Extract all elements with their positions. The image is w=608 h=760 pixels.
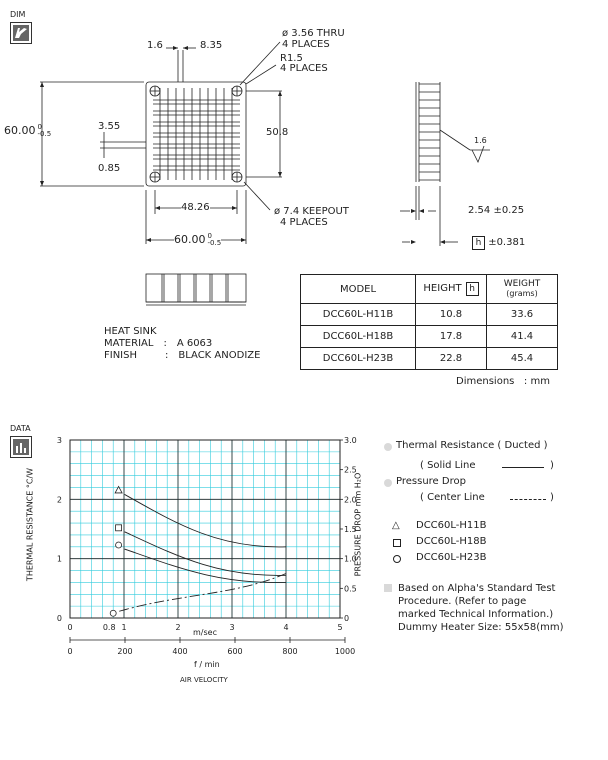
x-ms-tick-label: 2 <box>175 623 180 632</box>
y-right-tick-label: 0 <box>344 614 349 623</box>
x-fpm-tick-label: 1000 <box>335 647 355 656</box>
x-ms-tick-label: 5 <box>337 623 342 632</box>
header-weight: WEIGHT(grams) <box>486 274 558 304</box>
note-line: Procedure. (Refer to page <box>398 596 527 607</box>
y-right-tick-label: 0.5 <box>344 584 357 593</box>
dim-355: 3.55 <box>98 121 121 132</box>
triangle-marker-icon: △ <box>392 520 400 531</box>
note-line: marked Technical Information.) <box>398 609 554 620</box>
note-line: Based on Alpha's Standard Test <box>398 583 556 594</box>
data-label: DATA <box>10 424 31 433</box>
y-right-tick-label: 2.5 <box>344 466 357 475</box>
plot-frame <box>69 439 341 619</box>
series-line <box>124 494 287 548</box>
x-fpm-tick-label: 600 <box>227 647 242 656</box>
dim-4826: 48.26 <box>181 202 210 213</box>
triangle-marker <box>114 485 123 494</box>
note-line: Dummy Heater Size: 55x58(mm) <box>398 622 564 633</box>
circle-marker-icon <box>393 555 401 563</box>
legend-note: Based on Alpha's Standard Test Procedure… <box>384 582 599 634</box>
x-ms-tick-label: 1 <box>121 623 126 632</box>
units-note: Dimensions : mm <box>456 376 550 387</box>
bullet-icon <box>384 479 392 487</box>
table-row: DCC60L-H18B 17.8 41.4 <box>300 325 558 348</box>
thru-places: 4 PLACES <box>282 39 330 50</box>
table-row: DCC60L-H11B 10.8 33.6 <box>300 303 558 326</box>
spec-material: MATERIAL:A 6063 <box>104 338 213 349</box>
solid-line-icon <box>502 467 544 468</box>
dim-label: DIM <box>10 10 26 19</box>
x-axis-bottom-label: f / min <box>194 660 220 669</box>
dim-hole-right: 8.35 <box>200 40 223 51</box>
profile-drawing <box>145 273 247 306</box>
x-fpm-tick-label: 800 <box>282 647 297 656</box>
x-ms-tick-label: 0.8 <box>103 623 116 632</box>
radius-places: 4 PLACES <box>280 63 328 74</box>
legend: Thermal Resistance ( Ducted ) ( Solid Li… <box>384 440 599 634</box>
y-right-tick-label: 2.0 <box>344 495 357 504</box>
circle-marker <box>109 609 117 617</box>
y-left-tick-label: 3 <box>57 436 62 445</box>
table-row: DCC60L-H23B 22.8 45.4 <box>300 347 558 370</box>
x-fpm-tick-label: 400 <box>172 647 187 656</box>
front-view-drawing <box>40 41 282 244</box>
x-ms-tick-label: 0 <box>67 623 72 632</box>
dim-508: 50.8 <box>266 127 289 138</box>
dim-hole-left: 1.6 <box>147 40 163 51</box>
x-ms-tick-label: 4 <box>283 623 288 632</box>
y-left-tick-label: 0 <box>57 614 62 623</box>
y-right-tick-label: 1.0 <box>344 555 357 564</box>
legend-pressure-line: ( Center Line ) <box>420 492 554 503</box>
series-line <box>124 531 287 576</box>
header-model: MODEL <box>300 274 416 304</box>
legend-thermal-line: ( Solid Line ) <box>420 460 554 471</box>
legend-model-h23b: DCC60L-H23B <box>384 552 599 568</box>
row-weight: 45.4 <box>486 347 558 370</box>
x-ms-tick-label: 3 <box>229 623 234 632</box>
x-axis-title: AIR VELOCITY <box>180 676 228 684</box>
side-view-drawing <box>400 82 490 246</box>
x-fpm-tick-label: 0 <box>67 647 72 656</box>
fin-pattern <box>153 88 240 180</box>
x-axis-top-label: m/sec <box>193 628 217 637</box>
legend-thermal: Thermal Resistance ( Ducted ) <box>384 440 599 456</box>
spec-heat-sink: HEAT SINK <box>104 326 157 337</box>
surface-finish: 1.6 <box>474 136 487 145</box>
height-tolerance: h ±0.381 <box>472 236 525 250</box>
y-left-tick-label: 2 <box>57 495 62 504</box>
y-right-tick-label: 1.5 <box>344 525 357 534</box>
y-left-tick-label: 1 <box>57 555 62 564</box>
square-marker <box>115 524 122 532</box>
keepout-note: ø 7.4 KEEPOUT <box>274 206 349 217</box>
x-fpm-tick-label: 200 <box>117 647 132 656</box>
row-height: 22.8 <box>415 347 487 370</box>
series-line <box>124 548 287 583</box>
legend-model-h11b: △ DCC60L-H11B <box>392 520 487 531</box>
note-bullet-icon <box>384 584 392 592</box>
thru-note: ø 3.56 THRU <box>282 28 345 39</box>
y-axis-right-label: PRESSURE DROP mm H₂O <box>353 472 363 577</box>
series-line <box>119 573 287 612</box>
keepout-places: 4 PLACES <box>280 217 328 228</box>
y-right-tick-label: 3.0 <box>344 436 357 445</box>
bullet-icon <box>384 443 392 451</box>
base-thickness: 2.54 ±0.25 <box>468 205 525 216</box>
legend-model-h18b: DCC60L-H18B <box>384 536 599 552</box>
dim-caliper-icon <box>10 22 32 44</box>
dim-085: 0.85 <box>98 163 121 174</box>
circle-marker <box>115 541 122 549</box>
square-marker-icon <box>393 539 401 547</box>
spec-finish: FINISH:BLACK ANODIZE <box>104 350 261 361</box>
data-chart-icon <box>10 436 32 458</box>
center-line-icon <box>510 499 546 500</box>
legend-pressure: Pressure Drop <box>384 476 599 492</box>
y-axis-left-label: THERMAL RESISTANCE °C/W <box>25 467 35 582</box>
radius-note: R1.5 <box>280 53 303 64</box>
